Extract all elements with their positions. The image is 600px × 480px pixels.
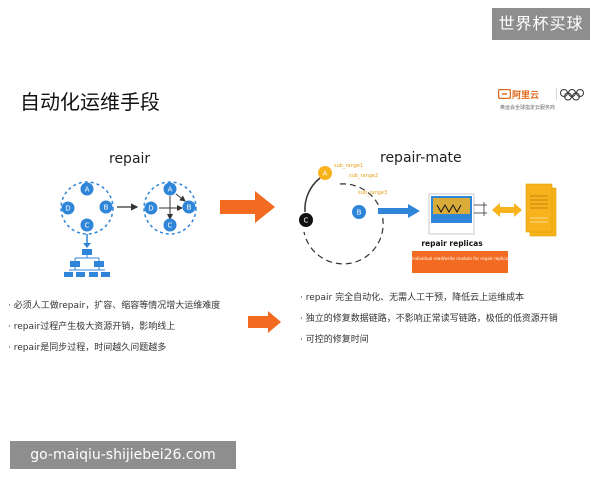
brand-name: 阿里云 [512,91,540,101]
repair-node-b-label: B [104,204,109,212]
mate-node-b [352,205,366,219]
repair-node-c [80,218,94,232]
repair2-node-c-label: C [168,222,173,230]
watermark-top: 世界杯买球 [492,8,590,40]
repair-mate-heading: repair-mate [380,150,462,166]
repair2-node-d [144,201,158,215]
repair-ring-before: A B C D [60,181,114,235]
slide-title: 自动化运维手段 [20,90,160,114]
repair2-node-c [163,218,177,232]
tree-structure-icon [64,234,110,277]
aliyun-logo-icon [498,89,511,99]
small-orange-arrow [248,311,281,333]
right-bullet-list: repair 完全自动化、无需人工干预，降低云上运维成本 独立的修复数据链路，不… [300,288,558,351]
repair-mate-ring: A B C sub_range1 sub_range2 sub_range3 [299,163,387,265]
repair-node-c-label: C [85,222,90,230]
repair2-node-a-label: A [168,186,173,194]
repair-replicas-label: repair replicas [421,239,483,248]
repair-heading: repair [109,151,151,167]
document-stack [525,183,557,237]
left-bullet-1: 必须人工做repair，扩容、缩容等情况增大运维难度 [8,296,220,317]
repair-node-d-label: D [65,205,70,213]
orange-module-box [412,251,508,273]
brand-subtitle: 奥运会全球指定云服务商 [500,105,556,111]
sub-range2-label: sub_range2 [349,173,378,179]
repair-node-a-label: A [85,186,90,194]
mate-node-c-label: C [304,217,309,225]
mate-node-a [318,166,332,180]
left-bullet-2: repair过程产生极大资源开销，影响线上 [8,317,220,338]
repair-node-b [99,200,113,214]
mate-node-c [299,213,313,227]
big-orange-arrow [220,191,275,223]
orange-module-text: individual read/write module for repair … [412,256,509,261]
right-bullet-1: repair 完全自动化、无需人工干预，降低云上运维成本 [300,288,558,309]
sub-range3-label: sub_range3 [358,190,387,196]
sub-range1-label: sub_range1 [334,163,363,169]
repair-node-a [80,182,94,196]
repair2-node-d-label: D [148,205,153,213]
right-bullet-3: 可控的修复时间 [300,330,558,351]
mate-node-a-label: A [323,170,328,178]
repair2-node-b [182,200,196,214]
repair-ring-after: A B C D [143,181,197,235]
repair2-node-a [163,182,177,196]
watermark-bottom: go-maiqiu-shijiebei26.com [10,441,236,469]
mate-node-b-label: B [357,209,362,217]
repair2-node-b-label: B [187,204,192,212]
double-yellow-arrow [492,203,522,217]
olympic-rings-icon [556,88,584,101]
right-bullet-2: 独立的修复数据链路，不影响正常读写链路，极低的低资源开销 [300,309,558,330]
aliyun-brand: 阿里云 奥运会全球指定云服务商 [498,88,590,118]
replica-cluster [428,193,487,235]
left-bullet-3: repair是同步过程，时间越久问题越多 [8,338,220,359]
blue-arrow [378,204,420,218]
left-bullet-list: 必须人工做repair，扩容、缩容等情况增大运维难度 repair过程产生极大资… [8,296,220,359]
repair-node-d [61,201,75,215]
